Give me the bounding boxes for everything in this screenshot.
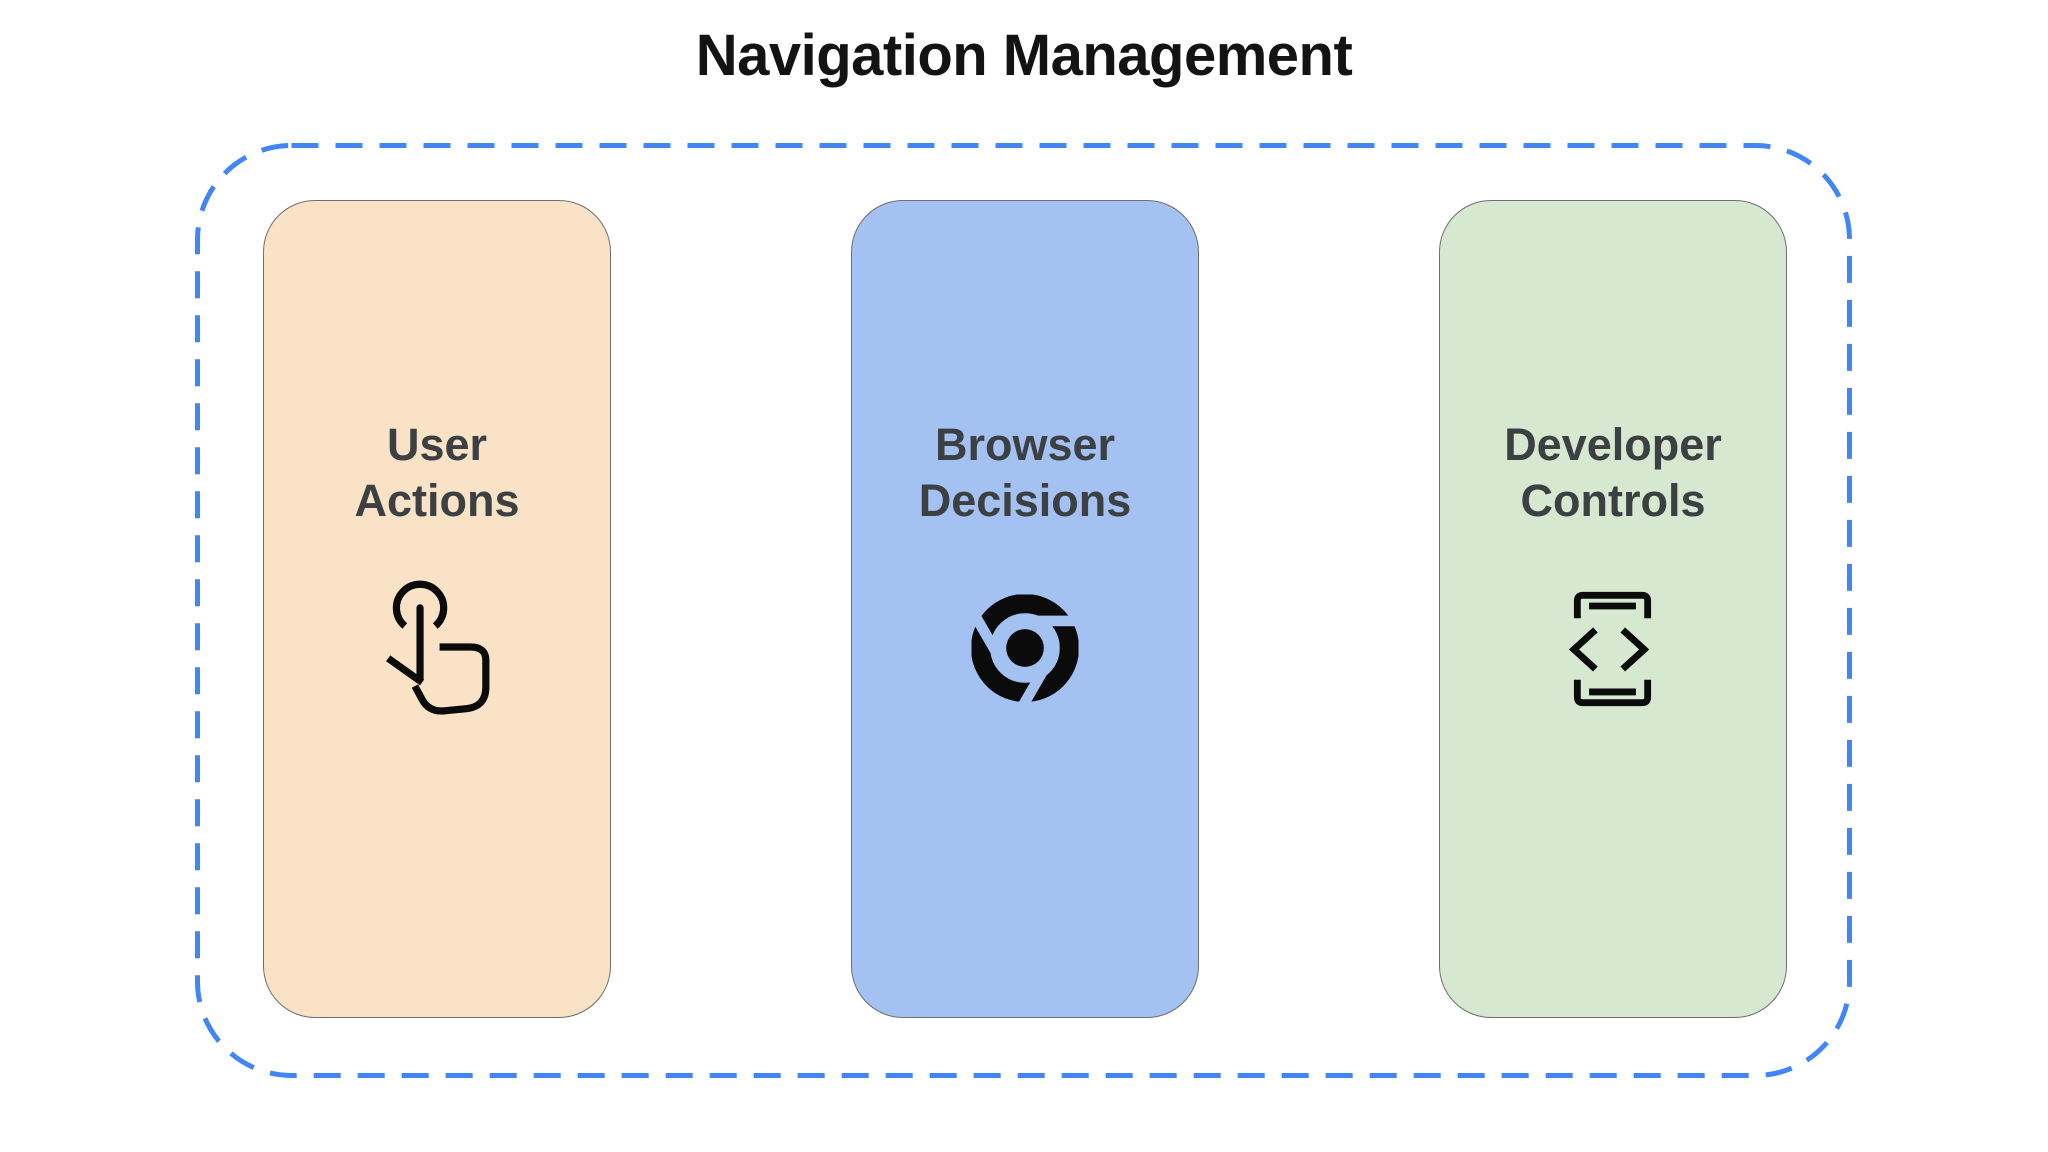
page-title: Navigation Management: [695, 23, 1353, 88]
card-user-actions: User Actions: [263, 200, 611, 1018]
card-label: Browser Decisions: [918, 419, 1132, 526]
group-frame-border: [195, 143, 1852, 1078]
card-label: Developer Controls: [1504, 419, 1722, 526]
developer-mode-icon: [1569, 577, 1656, 719]
touch-gesture-icon: [382, 577, 492, 719]
card-label: User Actions: [354, 419, 520, 526]
card-developer-controls: Developer Controls: [1439, 200, 1787, 1018]
group-frame: [195, 143, 1852, 1078]
cards-row: User Actions Brows: [263, 200, 1787, 1018]
chrome-browser-icon: [969, 577, 1081, 719]
card-browser-decisions: Browser Decisions: [851, 200, 1199, 1018]
